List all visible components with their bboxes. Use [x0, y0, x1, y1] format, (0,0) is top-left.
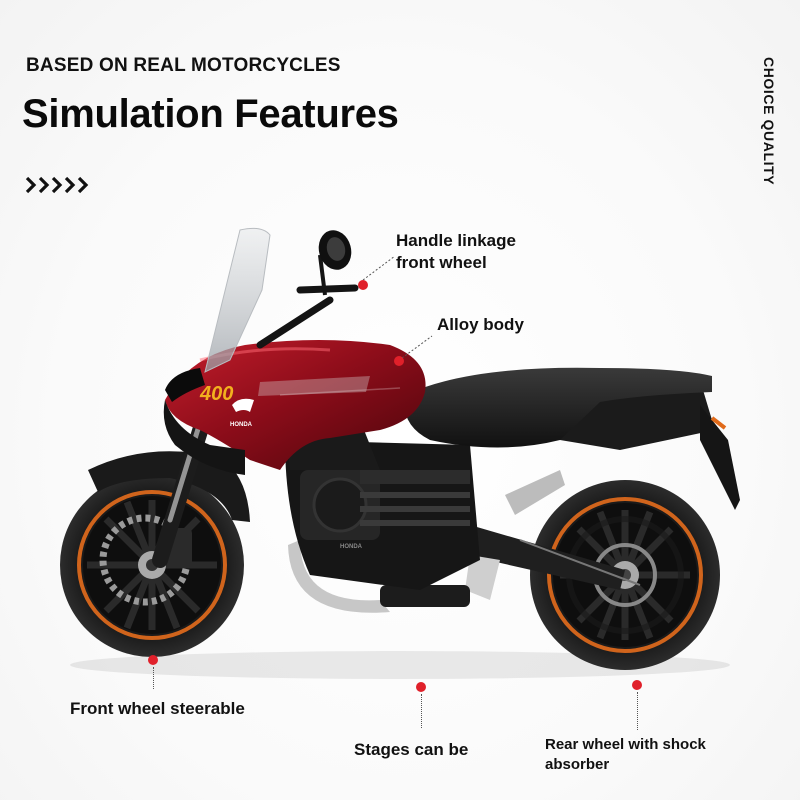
svg-text:400: 400 [199, 383, 233, 405]
front-wheel-leader-line [153, 667, 154, 689]
rear-wheel-marker-dot [632, 680, 642, 690]
page-title: Simulation Features [22, 92, 399, 136]
svg-text:HONDA: HONDA [340, 544, 363, 550]
honda-logo: HONDA [230, 398, 254, 428]
callout-stand: Stages can be [354, 740, 469, 759]
stand-leader-line [421, 694, 422, 728]
side-tagline: CHOICE QUALITY [761, 57, 777, 186]
callout-handle-linkage: Handle linkage front wheel [396, 230, 516, 274]
front-wheel [60, 473, 244, 657]
callout-handle-line2: front wheel [396, 253, 487, 272]
handle-leader-line [362, 255, 396, 281]
five-chevrons-right-icon [25, 176, 89, 194]
rear-wheel [530, 480, 720, 670]
callout-rear-line2: absorber [545, 756, 610, 773]
front-wheel-marker-dot [148, 655, 158, 665]
alloy-marker-dot [394, 356, 404, 366]
callout-handle-line1: Handle linkage [396, 231, 516, 250]
stand-marker-dot [416, 682, 426, 692]
svg-text:HONDA: HONDA [230, 422, 253, 428]
rear-wheel-leader-line [637, 692, 638, 730]
callout-alloy-body: Alloy body [437, 315, 524, 334]
subtitle: BASED ON REAL MOTORCYCLES [26, 55, 341, 76]
engine: HONDA [285, 440, 480, 590]
callout-rear-wheel: Rear wheel with shock absorber [545, 735, 706, 775]
callout-rear-line1: Rear wheel with shock [545, 736, 706, 753]
alloy-leader-line [401, 335, 433, 359]
handle-marker-dot [358, 280, 368, 290]
callout-front-wheel: Front wheel steerable [70, 699, 245, 718]
